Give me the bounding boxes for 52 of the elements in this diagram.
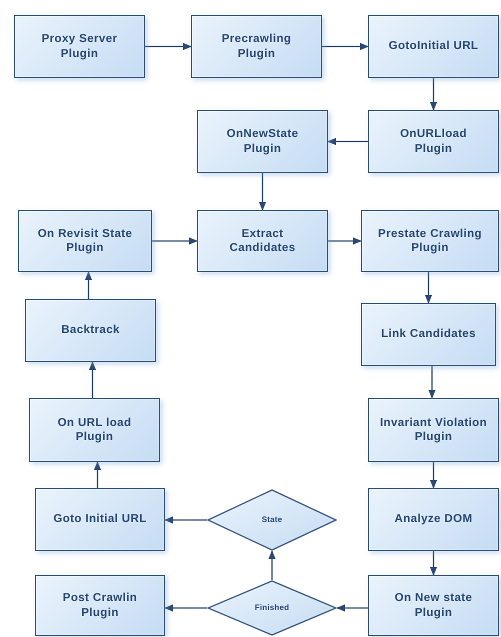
arrow bbox=[94, 461, 102, 488]
node-label: State bbox=[260, 515, 284, 525]
node-label: Prestate Crawling Plugin bbox=[377, 226, 483, 256]
process-box bbox=[361, 303, 496, 366]
node-label: Precrawling Plugin bbox=[220, 32, 292, 61]
node-label: GotoInitial URL bbox=[388, 39, 480, 54]
process-box bbox=[18, 210, 152, 272]
node-label: Extract Candidates bbox=[228, 226, 296, 256]
arrow bbox=[164, 516, 207, 524]
arrow bbox=[430, 551, 438, 576]
node-label: On New state Plugin bbox=[394, 591, 474, 620]
arrow bbox=[328, 237, 362, 245]
process-box bbox=[29, 398, 160, 462]
process-box bbox=[35, 575, 165, 636]
node-label: Link Candidates bbox=[380, 327, 477, 342]
arrow bbox=[430, 462, 438, 489]
process-box bbox=[197, 110, 328, 173]
arrow bbox=[84, 271, 92, 299]
arrow bbox=[88, 361, 96, 398]
process-box bbox=[191, 15, 322, 78]
node-label: OnURLload Plugin bbox=[399, 127, 468, 156]
node-label: Backtrack bbox=[60, 323, 121, 338]
node-label: Invariant Violation Plugin bbox=[378, 416, 488, 444]
node-label: OnNewState Plugin bbox=[226, 127, 300, 156]
arrow bbox=[336, 604, 368, 612]
process-box bbox=[361, 210, 499, 272]
process-box bbox=[35, 488, 165, 551]
process-box bbox=[368, 398, 499, 462]
arrow bbox=[424, 272, 432, 304]
node-label: Finished bbox=[254, 603, 290, 613]
process-box bbox=[368, 575, 499, 636]
node-label: On Revisit State Plugin bbox=[36, 226, 134, 256]
process-box bbox=[25, 299, 156, 362]
process-box bbox=[14, 15, 145, 78]
process-box bbox=[368, 15, 499, 78]
arrow bbox=[322, 42, 369, 50]
node-label: Post Crawlin Plugin bbox=[62, 591, 138, 620]
node-label: Analyze DOM bbox=[394, 512, 474, 527]
arrow bbox=[152, 237, 198, 245]
process-box bbox=[368, 110, 499, 173]
arrow bbox=[164, 604, 207, 612]
arrow bbox=[145, 42, 192, 50]
node-label: Proxy Server Plugin bbox=[40, 32, 118, 61]
arrow bbox=[428, 366, 436, 399]
node-label: On URL load Plugin bbox=[56, 416, 132, 444]
arrow bbox=[268, 550, 276, 580]
arrow bbox=[258, 173, 266, 211]
arrow bbox=[327, 138, 368, 146]
process-box bbox=[197, 210, 328, 272]
arrow bbox=[430, 78, 438, 111]
process-box bbox=[368, 488, 499, 551]
node-label: Goto Initial URL bbox=[52, 512, 148, 527]
